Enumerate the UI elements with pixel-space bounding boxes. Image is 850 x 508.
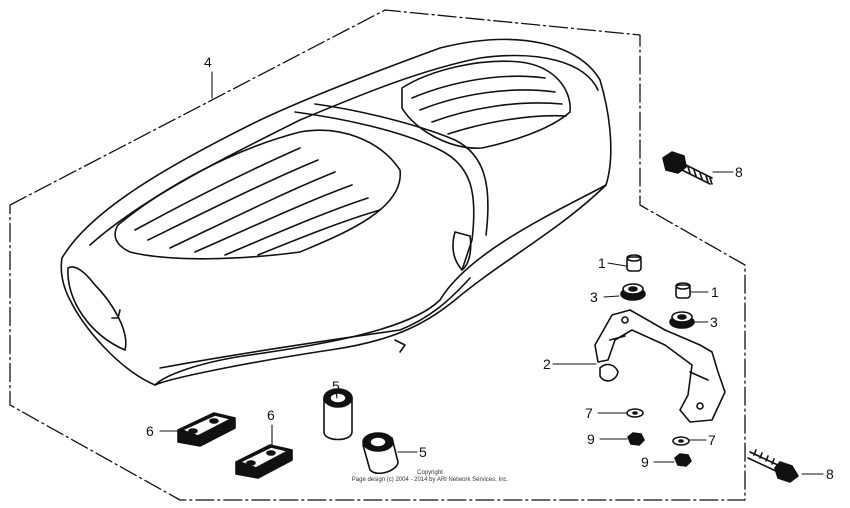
copyright-line-2: Page design (c) 2004 - 2014 by ARI Netwo…	[351, 477, 509, 483]
damper-a[interactable]	[323, 388, 353, 441]
label-washer-b: 7	[708, 432, 716, 448]
leader-lines	[159, 71, 824, 475]
nut-b[interactable]	[674, 453, 692, 467]
rubber-cushion-a[interactable]	[626, 254, 642, 272]
label-bracket: 2	[543, 356, 551, 372]
copyright-notice: Copyright Page design (c) 2004 - 2014 by…	[300, 470, 560, 484]
bolt-bottom[interactable]	[747, 449, 799, 483]
label-damper-b: 5	[419, 444, 427, 460]
label-nut-b: 9	[641, 454, 649, 470]
label-pad-a: 6	[146, 423, 154, 439]
pad-a[interactable]	[177, 412, 236, 447]
label-washer-a: 7	[585, 405, 593, 421]
label-bolt-bottom: 8	[826, 466, 834, 482]
bolt-top[interactable]	[662, 151, 713, 185]
label-cushion-b: 1	[711, 284, 719, 300]
washer-a[interactable]	[626, 408, 644, 418]
grommet-b[interactable]	[669, 311, 695, 329]
damper-b[interactable]	[362, 432, 399, 475]
pad-b[interactable]	[235, 444, 293, 479]
label-grommet-b: 3	[710, 314, 718, 330]
nut-a[interactable]	[627, 432, 645, 446]
label-seat: 4	[204, 54, 212, 70]
assembly-boundary	[9, 9, 746, 501]
washer-b[interactable]	[672, 436, 690, 446]
label-cushion-a: 1	[598, 255, 606, 271]
rubber-cushion-b[interactable]	[675, 282, 691, 299]
seat-bracket[interactable]	[594, 309, 726, 423]
label-grommet-a: 3	[590, 289, 598, 305]
label-pad-b: 6	[267, 407, 275, 423]
label-bolt-top: 8	[735, 164, 743, 180]
grommet-a[interactable]	[620, 283, 646, 301]
copyright-line-1: Copyright	[417, 470, 443, 476]
label-damper-a: 5	[332, 378, 340, 394]
label-nut-a: 9	[587, 431, 595, 447]
seat-assembly[interactable]	[60, 38, 612, 386]
